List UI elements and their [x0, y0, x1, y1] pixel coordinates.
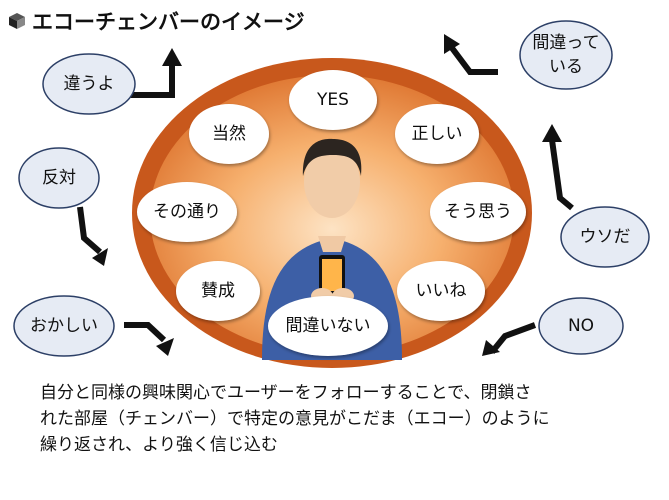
- title-text: エコーチェンバーのイメージ: [32, 10, 305, 34]
- inner-bubble-tadashii: 正しい: [395, 104, 479, 164]
- inner-bubble-label: YES: [316, 90, 349, 110]
- inner-bubble-label: そう思う: [444, 202, 512, 222]
- outer-bubble-label-line2: いる: [549, 57, 583, 77]
- inner-bubble-touzen: 当然: [189, 104, 269, 164]
- inner-bubble-label: 当然: [212, 124, 246, 144]
- arrow-hantai: [77, 206, 102, 255]
- cube-icon: [9, 13, 25, 29]
- deflection-arrows: [77, 46, 574, 354]
- outer-bubble-label: ウソだ: [580, 227, 631, 247]
- outer-bubble-label: おかしい: [30, 316, 98, 336]
- inner-bubble-iine: いいね: [397, 261, 485, 321]
- arrow-no: [489, 322, 537, 354]
- arrow-chigauyo: [126, 66, 175, 98]
- caption-line: 繰り返され、より強く信じ込む: [40, 435, 278, 455]
- outer-bubble-hantai: 反対: [18, 147, 100, 209]
- inner-bubble-label: その通り: [153, 202, 221, 222]
- inner-bubble-label: 賛成: [201, 281, 235, 301]
- arrow-machigatteiru: [449, 46, 498, 75]
- arrow-heads: [92, 34, 562, 356]
- outer-bubble-label: NO: [568, 316, 594, 336]
- inner-bubble-machigainai: 間違いない: [268, 296, 388, 356]
- outer-bubble-chigauyo: 違うよ: [42, 53, 136, 115]
- inner-bubble-label: いいね: [416, 281, 467, 301]
- inner-bubble-sou-omou: そう思う: [430, 182, 526, 242]
- echo-chamber-diagram: YES 正しい そう思う いいね 間違いない 賛成 その通り 当然: [13, 20, 650, 368]
- caption: 自分と同様の興味関心でユーザーをフォローすることで、閉鎖さ れた部屋（チェンバー…: [40, 380, 660, 458]
- outer-bubble-okashii: おかしい: [13, 295, 115, 357]
- outer-bubble-label: 反対: [42, 168, 76, 188]
- inner-bubble-sonotoori: その通り: [137, 182, 237, 242]
- diagram-title: エコーチェンバーのイメージ: [8, 6, 305, 36]
- outer-bubble-label: 違うよ: [64, 74, 115, 94]
- inner-bubble-label: 正しい: [412, 124, 463, 144]
- arrow-usoda: [549, 139, 574, 211]
- inner-bubble-label: 間違いない: [286, 316, 371, 336]
- inner-bubble-yes: YES: [289, 70, 377, 130]
- outer-bubble-label-line1: 間違って: [532, 33, 599, 53]
- outer-bubble-machigatteiru: 間違って いる: [519, 20, 613, 90]
- caption-line: 自分と同様の興味関心でユーザーをフォローすることで、閉鎖さ: [40, 383, 532, 403]
- outer-bubble-usoda: ウソだ: [560, 206, 650, 268]
- caption-line: れた部屋（チェンバー）で特定の意見がこだま（エコー）のように: [40, 409, 550, 429]
- inner-bubble-sansei: 賛成: [176, 261, 260, 321]
- arrow-okashii: [124, 322, 167, 343]
- outer-bubble-no: NO: [538, 297, 624, 355]
